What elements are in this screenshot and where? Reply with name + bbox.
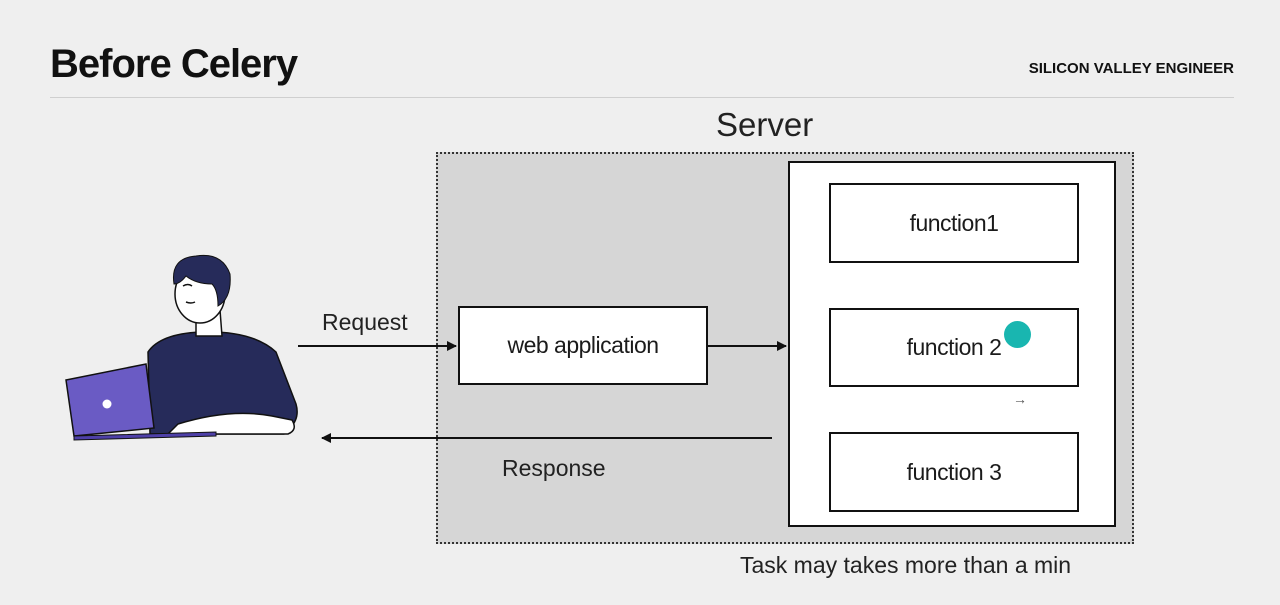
header-divider — [50, 97, 1234, 98]
function1-box: function1 — [829, 183, 1079, 263]
cursor-dot-icon — [1004, 321, 1031, 348]
function2-box: function 2 — [829, 308, 1079, 387]
web-application-label: web application — [507, 332, 659, 358]
web-application-box: web application — [458, 306, 708, 385]
task-note: Task may takes more than a min — [740, 552, 1072, 578]
response-label: Response — [502, 455, 606, 481]
small-arrow-icon: → — [1013, 391, 1027, 407]
function1-label: function1 — [909, 209, 999, 236]
function3-box: function 3 — [829, 432, 1079, 512]
brand-label: SILICON VALLEY ENGINEER — [1028, 60, 1234, 77]
request-label: Request — [322, 309, 408, 335]
function2-label: function 2 — [906, 334, 1002, 360]
server-label: Server — [716, 106, 814, 143]
page-title: Before Celery — [50, 42, 298, 86]
function3-label: function 3 — [906, 458, 1002, 485]
